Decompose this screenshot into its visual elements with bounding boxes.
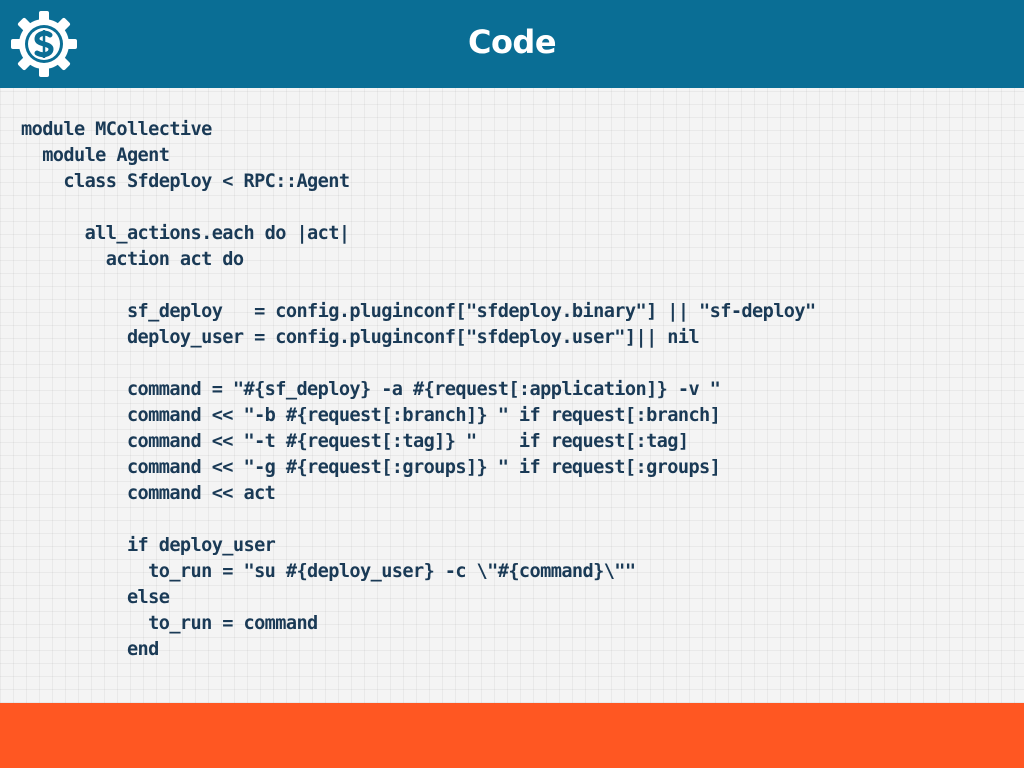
code-block: module MCollective module Agent class Sf…: [21, 117, 816, 663]
code-line: else: [21, 587, 170, 608]
code-line: command << "-g #{request[:groups]} " if …: [21, 457, 721, 478]
code-line: deploy_user = config.pluginconf["sfdeplo…: [21, 327, 700, 348]
slide-title: Code: [467, 23, 557, 61]
code-line: command << "-t #{request[:tag]} " if req…: [21, 431, 689, 452]
code-line: [21, 273, 816, 299]
code-line: if deploy_user: [21, 535, 276, 556]
code-line: [21, 195, 816, 221]
code-line: sf_deploy = config.pluginconf["sfdeploy.…: [21, 301, 816, 322]
code-line: action act do: [21, 249, 244, 270]
code-line: command = "#{sf_deploy} -a #{request[:ap…: [21, 379, 721, 400]
code-line: to_run = "su #{deploy_user} -c \"#{comma…: [21, 561, 636, 582]
code-line: end: [21, 639, 159, 660]
footer-bar: [0, 703, 1024, 768]
code-line: to_run = command: [21, 613, 318, 634]
code-line: all_actions.each do |act|: [21, 223, 350, 244]
code-line: command << "-b #{request[:branch]} " if …: [21, 405, 721, 426]
code-line: [21, 507, 816, 533]
code-line: class Sfdeploy < RPC::Agent: [21, 171, 350, 192]
symfony-gear-logo-icon: [11, 11, 77, 77]
header-bar: Code: [0, 0, 1024, 88]
code-line: command << act: [21, 483, 276, 504]
code-line: module MCollective: [21, 119, 212, 140]
code-line: [21, 351, 816, 377]
code-line: module Agent: [21, 145, 170, 166]
